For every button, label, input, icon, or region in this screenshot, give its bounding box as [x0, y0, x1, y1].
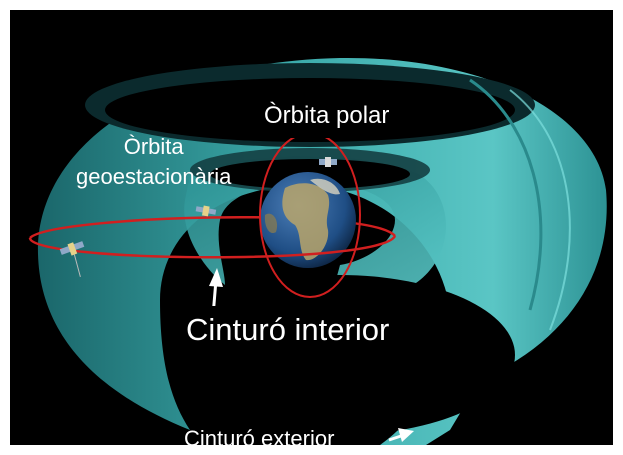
satellite-icon: [195, 205, 217, 217]
geostationary-orbit: [28, 235, 397, 259]
geostationary-orbit-label-line2: geoestacionària: [76, 164, 232, 189]
diagram-frame: [10, 10, 613, 445]
outer-belt-label: Cinturó exterior: [184, 426, 335, 451]
belt-hole: [165, 275, 515, 435]
inner-belt: [184, 156, 447, 303]
satellite-icon: [59, 241, 85, 278]
earth-globe: [260, 172, 356, 268]
polar-orbit-label: Òrbita polar: [252, 96, 402, 138]
inner-belt-label: Cinturó interior: [168, 306, 408, 355]
radiation-belts-scene: [28, 57, 607, 445]
satellite-icon: [319, 157, 337, 167]
geostationary-orbit-label-line1: Òrbita: [123, 134, 184, 159]
arrow-icon: [388, 428, 414, 442]
geostationary-orbit-label: Òrbita geoestacionària: [64, 132, 243, 192]
